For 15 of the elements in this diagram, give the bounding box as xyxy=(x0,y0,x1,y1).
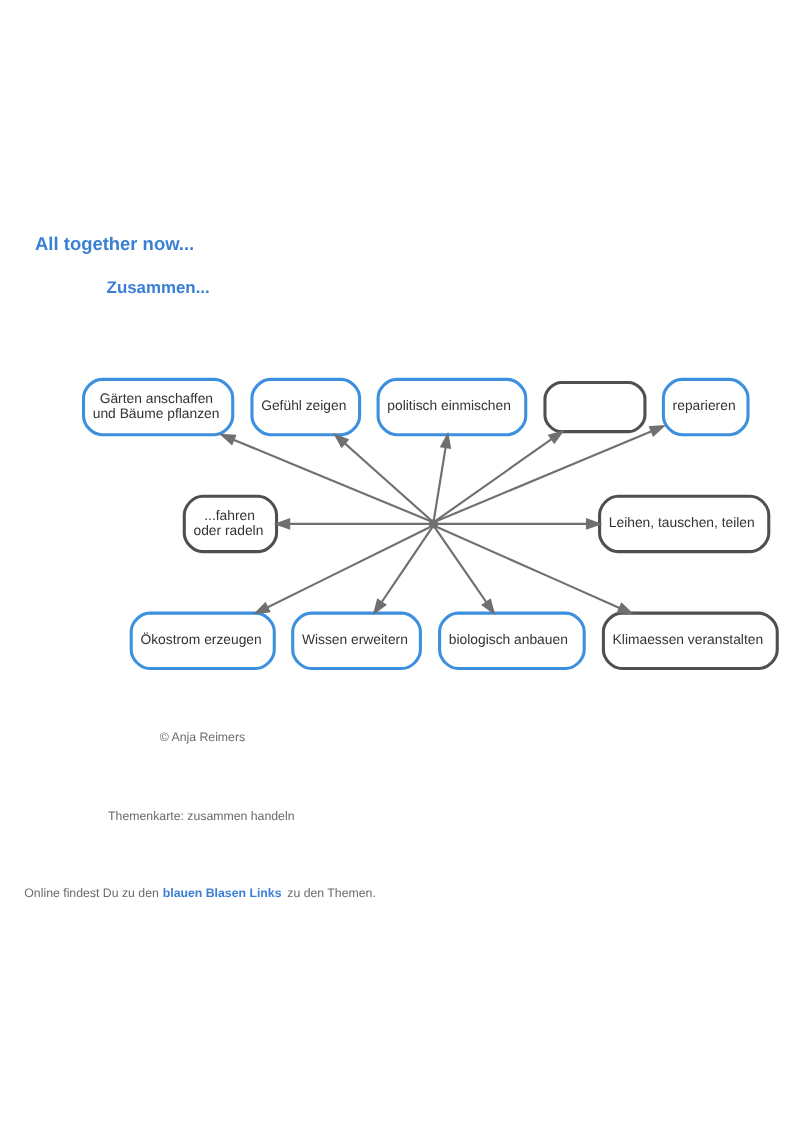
arrow xyxy=(435,429,565,521)
arrow xyxy=(432,430,452,520)
node-point xyxy=(428,518,439,528)
arrow xyxy=(253,525,431,614)
arrow xyxy=(434,526,496,615)
arrow xyxy=(435,524,635,614)
arrow xyxy=(219,432,431,522)
node-box xyxy=(543,379,647,433)
arrow xyxy=(332,431,433,521)
arrow xyxy=(437,517,603,529)
arrow xyxy=(273,517,430,529)
label: Zusammen... xyxy=(106,275,210,296)
arrow xyxy=(372,526,433,615)
arrow xyxy=(436,424,667,522)
diagram-title: All together now... xyxy=(35,232,195,253)
